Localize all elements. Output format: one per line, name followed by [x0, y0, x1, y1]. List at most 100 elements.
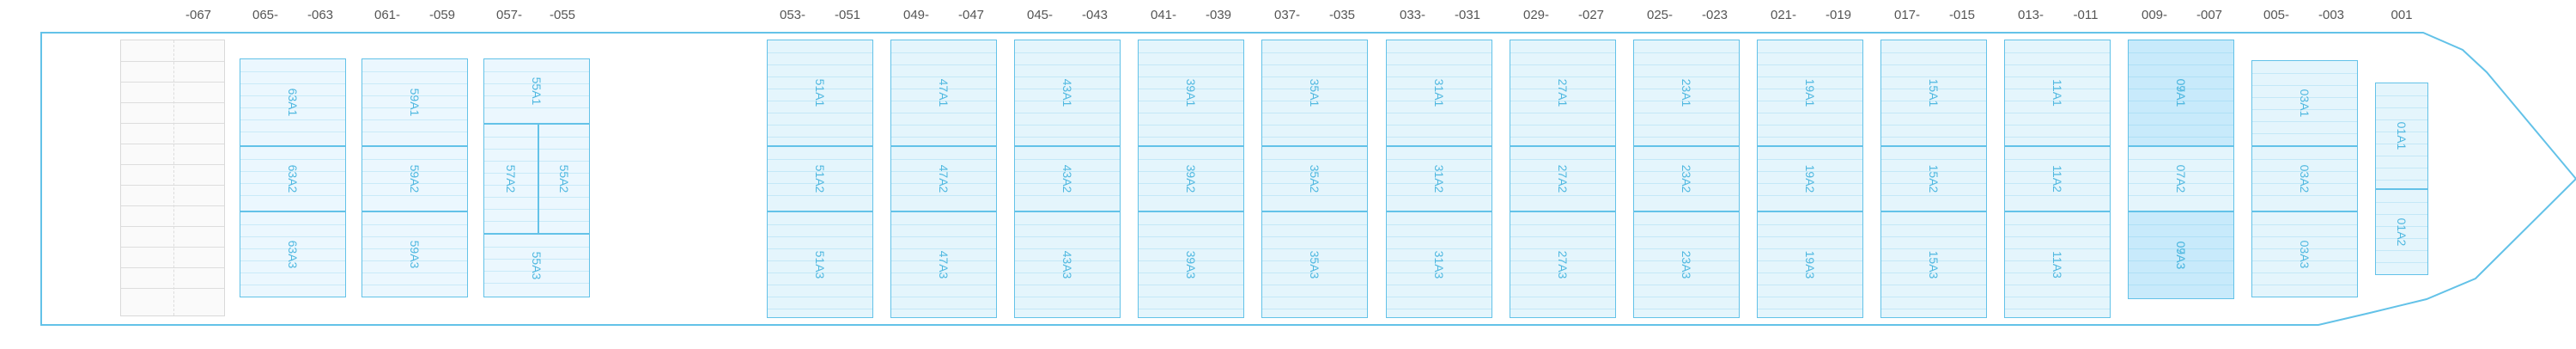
tier-line [768, 224, 872, 225]
tier-line [1510, 52, 1615, 53]
tier-line [2376, 262, 2427, 263]
hold-01a2[interactable]: 01A2 [2375, 189, 2428, 275]
hold-11a1[interactable]: 11A1 [2004, 40, 2111, 146]
tier-line [1510, 171, 1615, 172]
bay-number: 041- [1150, 8, 1177, 22]
tier-line [1139, 137, 1243, 138]
hold-label: 03A1 [2298, 89, 2312, 118]
hold-63a2[interactable]: 63A2 [240, 146, 346, 211]
hold-39a3[interactable]: 39A3 [1138, 211, 1244, 318]
hold-27a2[interactable]: 27A2 [1510, 146, 1616, 211]
bay-number: -007 [2196, 8, 2223, 22]
tier-line [539, 221, 589, 222]
tier-line [2005, 125, 2110, 126]
hold-23a2[interactable]: 23A2 [1633, 146, 1740, 211]
hold-55a3[interactable]: 55A3 [483, 234, 590, 297]
hold-03a3[interactable]: 03A3 [2251, 211, 2358, 297]
hold-15a3[interactable]: 15A3 [1880, 211, 1987, 318]
hold-19a3[interactable]: 19A3 [1757, 211, 1863, 318]
hold-47a3[interactable]: 47A3 [890, 211, 997, 318]
hold-11a3[interactable]: 11A3 [2004, 211, 2111, 318]
hold-27a3[interactable]: 27A3 [1510, 211, 1616, 318]
tier-line [2005, 260, 2110, 261]
hold-09a3-07a3[interactable]: 09A3 07A3 [2128, 211, 2234, 299]
hold-11a2[interactable]: 11A2 [2004, 146, 2111, 211]
hold-31a3[interactable]: 31A3 [1386, 211, 1492, 318]
hold-43a3[interactable]: 43A3 [1014, 211, 1121, 318]
hold-63a3[interactable]: 63A3 [240, 211, 346, 297]
tier-line [1262, 52, 1367, 53]
tier-line [768, 195, 872, 196]
hold-43a1[interactable]: 43A1 [1014, 40, 1121, 146]
hold-01a1[interactable]: 01A1 [2375, 83, 2428, 189]
tier-line [2005, 248, 2110, 249]
hold-47a2[interactable]: 47A2 [890, 146, 997, 211]
tier-line [891, 236, 996, 237]
hold-15a2[interactable]: 15A2 [1880, 146, 1987, 211]
tier-line [1758, 236, 1862, 237]
tier-line [240, 236, 345, 237]
tier-line [2252, 183, 2357, 184]
tier-line [1387, 137, 1492, 138]
tier-line [891, 52, 996, 53]
tier-line [891, 125, 996, 126]
tier-line [539, 185, 589, 186]
hold-55a1[interactable]: 55A1 [483, 58, 590, 124]
tier-line [539, 137, 589, 138]
hold-35a2[interactable]: 35A2 [1261, 146, 1368, 211]
hold-03a1[interactable]: 03A1 [2251, 60, 2358, 146]
tier-line [1758, 52, 1862, 53]
hold-27a1[interactable]: 27A1 [1510, 40, 1616, 146]
tier-line [1015, 183, 1120, 184]
tier-line [1758, 137, 1862, 138]
hold-09a1-07a1[interactable]: 09A1 07A1 [2128, 40, 2234, 146]
tier-line [1139, 125, 1243, 126]
tier-line [2129, 260, 2233, 261]
tier-line [362, 71, 467, 72]
tier-line [1881, 183, 1986, 184]
hold-43a2[interactable]: 43A2 [1014, 146, 1121, 211]
tier-line [240, 195, 345, 196]
tier-line [484, 209, 538, 210]
hold-51a3[interactable]: 51A3 [767, 211, 873, 318]
hold-19a1[interactable]: 19A1 [1757, 40, 1863, 146]
hold-19a2[interactable]: 19A2 [1757, 146, 1863, 211]
hold-31a2[interactable]: 31A2 [1386, 146, 1492, 211]
hold-23a3[interactable]: 23A3 [1633, 211, 1740, 318]
hold-59a3[interactable]: 59A3 [361, 211, 468, 297]
tier-line [1634, 125, 1739, 126]
tier-line [891, 195, 996, 196]
tier-line [240, 272, 345, 273]
tier-line [891, 137, 996, 138]
hold-03a2[interactable]: 03A2 [2251, 146, 2358, 211]
hold-59a1[interactable]: 59A1 [361, 58, 468, 146]
hold-57a2[interactable]: 57A2 [483, 124, 538, 234]
tier-line [1881, 272, 1986, 273]
hold-label: 31A2 [1432, 164, 1446, 193]
hold-35a1[interactable]: 35A1 [1261, 40, 1368, 146]
tier-line [1387, 224, 1492, 225]
hold-59a2[interactable]: 59A2 [361, 146, 468, 211]
hold-39a1[interactable]: 39A1 [1138, 40, 1244, 146]
hold-23a1[interactable]: 23A1 [1633, 40, 1740, 146]
hold-63a1[interactable]: 63A1 [240, 58, 346, 146]
hold-55a2[interactable]: 55A2 [538, 124, 590, 234]
hold-47a1[interactable]: 47A1 [890, 40, 997, 146]
hold-51a2[interactable]: 51A2 [767, 146, 873, 211]
hold-31a1[interactable]: 31A1 [1386, 40, 1492, 146]
hold-15a1[interactable]: 15A1 [1880, 40, 1987, 146]
hold-label: 07A2 [2174, 164, 2188, 193]
hold-51a1[interactable]: 51A1 [767, 40, 873, 146]
tier-line [539, 161, 589, 162]
tier-line [2129, 159, 2233, 160]
hold-07a2[interactable]: 07A2 [2128, 146, 2234, 211]
tier-line [362, 107, 467, 108]
tier-line [2376, 238, 2427, 239]
hold-39a2[interactable]: 39A2 [1138, 146, 1244, 211]
tier-line [1510, 195, 1615, 196]
tier-line [891, 183, 996, 184]
tier-line [1139, 159, 1243, 160]
tier-line [1881, 248, 1986, 249]
hold-35a3[interactable]: 35A3 [1261, 211, 1368, 318]
